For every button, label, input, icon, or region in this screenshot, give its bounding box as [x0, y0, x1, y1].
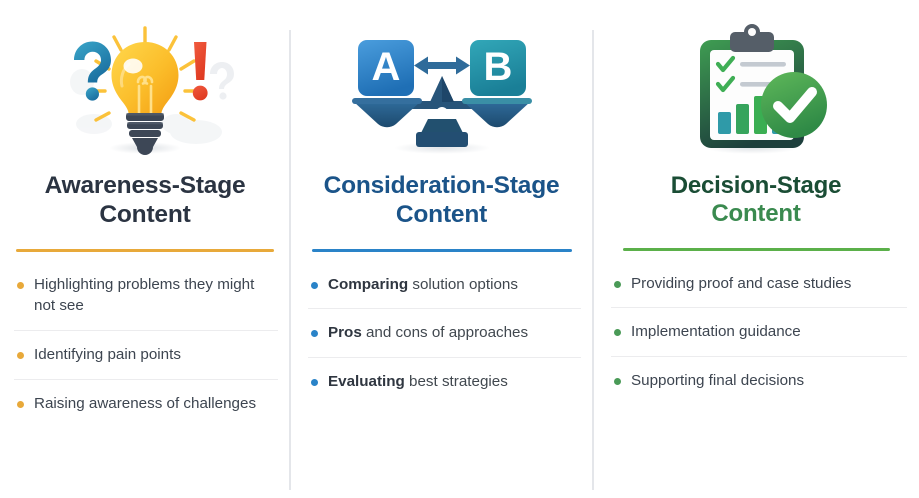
heading-line-2: Content — [711, 200, 801, 228]
list-item[interactable]: Implementation guidance — [611, 321, 907, 357]
accent-underline-awareness — [16, 249, 274, 252]
lightbulb-question-exclamation-icon — [0, 0, 290, 172]
list-item-text: Providing proof and case studies — [631, 274, 852, 292]
accent-underline-decision — [622, 248, 890, 251]
column-consideration: A B Consideration-Stage Content Comparin… — [290, 0, 593, 498]
bullet-icon — [614, 280, 621, 288]
list-item[interactable]: Providing proof and case studies — [611, 273, 907, 309]
column-divider-2 — [592, 30, 594, 490]
page-title-decision: Decision-Stage Content — [606, 172, 906, 228]
list-item[interactable]: Pros and cons of approaches — [308, 322, 581, 358]
bullet-icon — [17, 351, 24, 359]
scale-label-a: A — [371, 45, 400, 89]
list-awareness: Highlighting problems they might not see… — [0, 274, 290, 427]
list-item-text: Implementation guidance — [631, 323, 801, 341]
list-item[interactable]: Evaluating best strategies — [308, 371, 581, 406]
list-decision: Providing proof and case studies Impleme… — [593, 273, 919, 405]
accent-underline-consideration — [311, 249, 572, 252]
bullet-icon — [614, 377, 621, 385]
column-decision: Decision-Stage Content Providing proof a… — [593, 0, 919, 498]
bullet-icon — [311, 378, 318, 386]
list-item[interactable]: Raising awareness of challenges — [14, 393, 278, 428]
list-item-text: Supporting final decisions — [631, 371, 805, 389]
list-item-text: Comparing solution options — [328, 275, 518, 293]
column-awareness: Awareness-Stage Content Highlighting pro… — [0, 0, 290, 498]
list-item[interactable]: Supporting final decisions — [611, 370, 907, 405]
list-item[interactable]: Identifying pain points — [14, 344, 278, 380]
bullet-icon — [311, 281, 318, 289]
heading-line-1: Decision-Stage — [670, 172, 842, 199]
heading-line-1: Awareness-Stage — [44, 172, 246, 199]
list-item[interactable]: Comparing solution options — [308, 274, 581, 310]
column-divider-1 — [289, 30, 291, 490]
bullet-icon — [17, 281, 24, 289]
page-title-awareness: Awareness-Stage Content — [10, 172, 280, 229]
heading-line-1: Consideration-Stage — [323, 172, 560, 199]
balance-scale-a-b-icon: A B — [290, 0, 593, 172]
heading-line-2: Content — [395, 200, 488, 228]
bullet-icon — [17, 400, 24, 408]
page-title-consideration: Consideration-Stage Content — [302, 172, 582, 229]
list-item-text: Identifying pain points — [34, 345, 181, 363]
list-item[interactable]: Highlighting problems they might not see — [14, 274, 278, 331]
list-item-text: Highlighting problems they might not see — [34, 275, 255, 315]
list-consideration: Comparing solution options Pros and cons… — [290, 274, 593, 406]
bullet-icon — [614, 329, 621, 337]
list-item-text: Pros and cons of approaches — [328, 324, 529, 342]
list-item-text: Evaluating best strategies — [328, 372, 508, 390]
bullet-icon — [311, 330, 318, 338]
scale-label-b: B — [483, 45, 512, 89]
list-item-text: Raising awareness of challenges — [34, 394, 257, 412]
heading-line-2: Content — [99, 200, 191, 228]
clipboard-checklist-checkmark-icon — [593, 0, 919, 172]
